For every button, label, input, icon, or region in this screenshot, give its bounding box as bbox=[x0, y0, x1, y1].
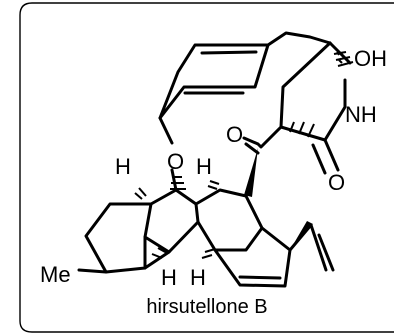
ring-oxygen-label: O bbox=[167, 149, 184, 174]
polycyclic-core bbox=[77, 188, 335, 288]
wedge-vinyl bbox=[290, 221, 313, 250]
amide-oxygen-label: O bbox=[328, 170, 345, 195]
aryl-ether-bond bbox=[158, 116, 174, 145]
methyl-label: Me bbox=[40, 262, 71, 287]
nh-label: NH bbox=[345, 102, 377, 127]
hydrogen-label-1: H bbox=[115, 154, 131, 179]
oh-label: OH bbox=[354, 46, 387, 71]
hashed-bond-oh bbox=[333, 51, 354, 67]
hydrogen-label-2: H bbox=[196, 154, 212, 179]
benzylic-bonds bbox=[266, 31, 332, 47]
pyrrolidinone-ring bbox=[279, 41, 352, 175]
stereo-hashes bbox=[134, 180, 220, 259]
hashed-bond-c3 bbox=[289, 121, 315, 138]
ketone-oxygen-label: O bbox=[226, 122, 243, 147]
hydrogen-label-4: H bbox=[190, 265, 206, 290]
frame-border bbox=[19, 2, 394, 333]
ketone-bonds bbox=[242, 125, 283, 149]
wedge-c1 bbox=[244, 148, 258, 197]
hashed-bond-nh bbox=[336, 51, 343, 64]
benzene-ring bbox=[158, 43, 270, 120]
hydrogen-label-3: H bbox=[161, 265, 177, 290]
ether-bond bbox=[170, 168, 178, 192]
compound-name: hirsutellone B bbox=[146, 296, 267, 318]
hashed-bond-o bbox=[170, 176, 186, 190]
